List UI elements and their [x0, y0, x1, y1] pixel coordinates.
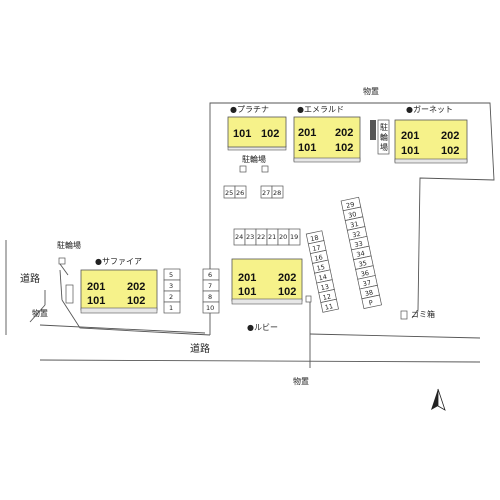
- parking-slot: 35: [358, 259, 368, 269]
- parking-slot: 29: [345, 200, 355, 210]
- parking-slot: 11: [324, 302, 334, 312]
- parking-slot: 6: [208, 271, 212, 279]
- storage-label-top: 物置: [363, 86, 379, 96]
- parking-slot: 3: [169, 282, 173, 290]
- parking-slot: 10: [206, 304, 214, 312]
- bicycle-label-vertical: 駐: [380, 122, 388, 132]
- parking-slot: 5: [169, 271, 173, 279]
- parking-slot: 19: [290, 233, 298, 241]
- building-sapphire: ●サファイア 201 202 101 102: [80, 257, 158, 314]
- parking-slot: 32: [352, 230, 362, 240]
- parking-col-right: 29 30 31 32 33 34 35 36 37 38 P: [340, 196, 382, 309]
- parking-slot: 23: [246, 233, 254, 241]
- parking-slot: 27: [262, 189, 270, 197]
- parking-slot: 13: [320, 283, 330, 293]
- building-emerald: ●エメラルド 201 202 101 102: [293, 105, 361, 163]
- unit-label: 101: [238, 286, 256, 298]
- unit-label: 101: [233, 128, 251, 140]
- site-boundary: [5, 102, 495, 336]
- unit-label: 102: [441, 145, 459, 157]
- unit-label: 102: [335, 142, 353, 154]
- parking-slot: 25: [225, 189, 233, 197]
- unit-label: 101: [401, 145, 419, 157]
- parking-slot: 38: [364, 288, 374, 298]
- unit-label: 201: [298, 127, 316, 139]
- parking-slot: 21: [268, 233, 276, 241]
- building-ruby-label: ●ルビー: [247, 323, 278, 332]
- parking-slot: 33: [354, 240, 364, 250]
- building-platina-label: ●プラチナ: [230, 105, 269, 114]
- bicycle-label-vertical: 輪: [380, 132, 388, 142]
- parking-col-left: 5 3 2 1: [163, 268, 181, 314]
- parking-slot: 15: [316, 263, 326, 273]
- building-ruby: 201 202 101 102 ●ルビー: [231, 258, 303, 332]
- building-platina: ●プラチナ 101 102: [227, 105, 287, 151]
- building-sapphire-label: ●サファイア: [95, 257, 142, 266]
- road-label-left: 道路: [20, 272, 40, 285]
- building-garnet: ●ガーネット 201 202 101 102: [394, 104, 468, 164]
- parking-slot: 1: [169, 304, 173, 312]
- parking-slot: 12: [322, 292, 332, 302]
- unit-label: 202: [278, 272, 296, 284]
- storage-label-bottom: 物置: [293, 376, 309, 386]
- parking-pair-a: 25 26: [223, 185, 247, 199]
- bicycle-label-left: 駐輪場: [57, 240, 81, 250]
- bicycle-parking-center: 駐輪場: [239, 154, 269, 173]
- parking-slot: 24: [235, 233, 243, 241]
- unit-label: 102: [261, 128, 279, 140]
- bicycle-label: 駐輪場: [242, 154, 266, 164]
- garbage-label: ゴミ箱: [411, 309, 435, 319]
- parking-slot: 2: [169, 293, 173, 301]
- parking-slot: 18: [310, 234, 320, 244]
- parking-row-top: 24 23 22 21 20 19: [233, 228, 301, 246]
- parking-slot: P: [368, 299, 374, 308]
- storage-garnet: 物置 駐 輪 場: [363, 86, 390, 155]
- bottom-road: [39, 324, 481, 363]
- parking-slot: 28: [273, 189, 281, 197]
- parking-slot: 34: [356, 249, 366, 259]
- unit-label: 201: [238, 272, 256, 284]
- garbage-box: ゴミ箱: [400, 309, 435, 320]
- unit-label: 101: [87, 295, 105, 307]
- parking-slot: 36: [360, 269, 370, 279]
- parking-slot: 14: [318, 273, 328, 283]
- unit-label: 102: [127, 295, 145, 307]
- parking-slot: 16: [314, 253, 324, 263]
- parking-slot: 7: [208, 282, 212, 290]
- unit-label: 201: [401, 130, 419, 142]
- parking-slot: 26: [236, 189, 244, 197]
- unit-label: 101: [298, 142, 316, 154]
- building-garnet-label: ●ガーネット: [406, 104, 453, 114]
- bicycle-parking-left: 駐輪場 物置: [32, 240, 81, 318]
- parking-pair-b: 27 28: [260, 185, 284, 199]
- unit-label: 102: [278, 286, 296, 298]
- unit-label: 201: [87, 281, 105, 293]
- parking-col-diagonal: 18 17 16 15 14 13 12 11: [305, 230, 339, 313]
- unit-label: 202: [127, 281, 145, 293]
- bicycle-label-vertical: 場: [380, 142, 388, 152]
- parking-slot: 17: [312, 243, 322, 253]
- parking-slot: 20: [279, 233, 287, 241]
- building-emerald-label: ●エメラルド: [297, 105, 344, 114]
- north-arrow-icon: [431, 388, 446, 411]
- parking-col-mid: 6 7 8 10: [202, 268, 220, 314]
- unit-label: 202: [441, 130, 459, 142]
- parking-slot: 37: [362, 279, 372, 289]
- storage-ruby: 物置: [293, 295, 312, 386]
- parking-slot: 22: [257, 233, 265, 241]
- unit-label: 202: [335, 127, 353, 139]
- storage-label-left: 物置: [32, 308, 48, 318]
- road-label-bottom: 道路: [190, 342, 210, 355]
- parking-slot: 30: [347, 210, 357, 220]
- parking-slot: 8: [208, 293, 212, 301]
- parking-slot: 31: [350, 220, 360, 230]
